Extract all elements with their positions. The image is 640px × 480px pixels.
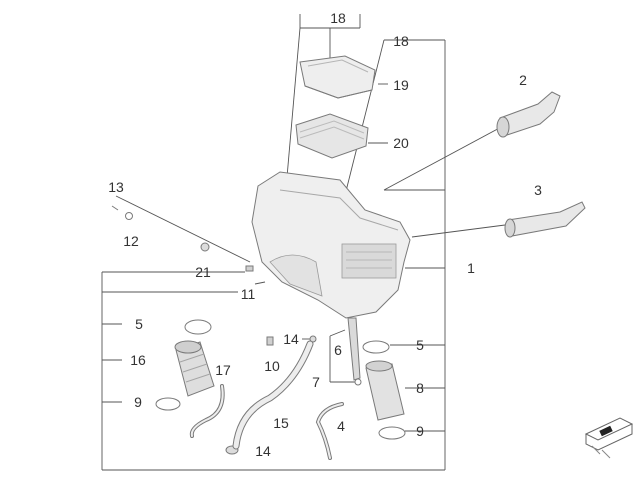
part-4-drain-hose (315, 402, 344, 460)
part-3-intake-snorkel-lower (504, 201, 586, 238)
callout-21: 21 (195, 264, 211, 280)
part-14-hose-clip-upper (309, 335, 317, 343)
part-10-screw (266, 336, 274, 346)
part-7-gasket (354, 378, 362, 386)
callout-14-lower: 14 (255, 443, 271, 459)
callout-9-left: 9 (134, 394, 142, 410)
part-9-hose-clamp-right (378, 426, 406, 440)
callout-5-right: 5 (416, 337, 424, 353)
callout-labels: 18 18 19 20 2 3 1 13 12 21 11 5 5 16 17 … (108, 10, 542, 459)
part-5-hose-clamp-right (362, 340, 390, 354)
callout-16: 16 (130, 352, 146, 368)
part-20-air-filter-element (295, 113, 369, 159)
callout-12: 12 (123, 233, 139, 249)
callout-3: 3 (534, 182, 542, 198)
callout-14-upper: 14 (283, 331, 299, 347)
callout-4: 4 (337, 418, 345, 434)
callout-15: 15 (273, 415, 289, 431)
part-8-intake-connector-right (365, 360, 405, 421)
part-13-screw (111, 205, 119, 211)
callout-5-left: 5 (135, 316, 143, 332)
callout-13: 13 (108, 179, 124, 195)
callout-6: 6 (334, 342, 342, 358)
part-17-drain-hose (189, 384, 225, 438)
part-16-intake-connector-left (174, 340, 215, 397)
callout-1: 1 (467, 260, 475, 276)
callout-20: 20 (393, 135, 409, 151)
callout-7: 7 (312, 374, 320, 390)
callout-10: 10 (264, 358, 280, 374)
part-12-washer (125, 212, 133, 220)
part-15-breather-hose (232, 340, 314, 450)
part-5-hose-clamp-left (184, 319, 212, 335)
part-6-sensor (347, 317, 361, 381)
callout-17: 17 (215, 362, 231, 378)
part-18-housing-cover (299, 55, 376, 99)
part-21-grommet (200, 242, 210, 252)
part-2-intake-snorkel-upper (496, 91, 561, 138)
callout-19: 19 (393, 77, 409, 93)
part-1-air-filter-housing (251, 171, 411, 319)
callout-2: 2 (519, 72, 527, 88)
leader-lines (101, 14, 506, 471)
callout-18-right: 18 (393, 33, 409, 49)
callout-11: 11 (241, 286, 256, 302)
corner-logo-icon (584, 417, 634, 459)
part-9-hose-clamp-left (155, 397, 181, 411)
callout-9-right: 9 (416, 423, 424, 439)
callout-8: 8 (416, 380, 424, 396)
part-11-screw (245, 265, 254, 272)
callout-18-top: 18 (330, 10, 346, 26)
